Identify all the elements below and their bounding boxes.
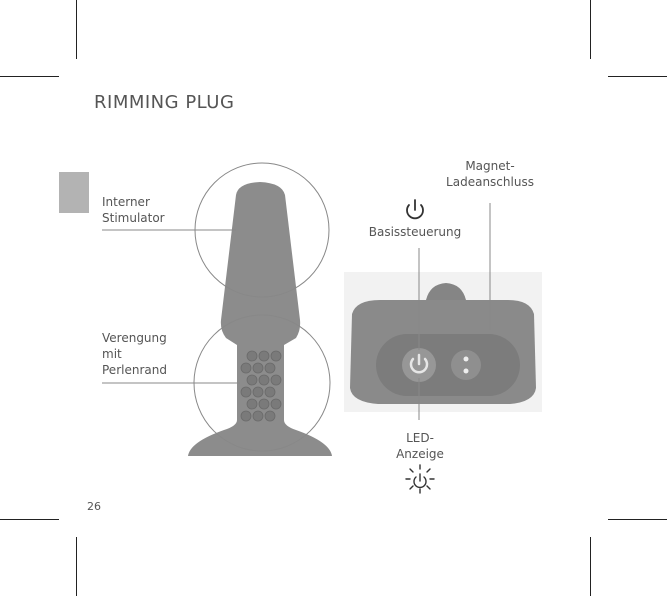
crop-mark-top-left-h: [0, 76, 59, 77]
crop-mark-top-right-h: [608, 76, 667, 77]
power-button-icon: [409, 353, 429, 374]
crop-mark-top-left-v: [76, 0, 77, 59]
magnet-charging-label: Magnet- Ladeanschluss: [446, 159, 534, 189]
crop-mark-top-right-v: [590, 0, 591, 59]
power-icon: [406, 199, 424, 220]
bead-band: [240, 350, 282, 422]
section-tab: [59, 172, 89, 213]
narrowing-label: Verengung mit Perlenrand: [102, 331, 167, 377]
crop-mark-bottom-left-h: [0, 519, 59, 520]
internal-stimulator-label: Interner Stimulator: [102, 195, 165, 225]
led-indicator-label: LED- Anzeige: [396, 431, 444, 461]
base-control-label: Basissteuerung: [368, 225, 462, 239]
crop-mark-bottom-right-v: [590, 537, 591, 596]
page-title: RIMMING PLUG: [94, 92, 235, 113]
crop-mark-bottom-right-h: [608, 519, 667, 520]
magnet-port: [451, 350, 481, 380]
base-illustration: [344, 203, 542, 420]
plug-illustration: [102, 162, 332, 456]
crop-mark-bottom-left-v: [76, 537, 77, 596]
sun-power-icon: [405, 464, 435, 494]
page-number: 26: [87, 500, 101, 513]
